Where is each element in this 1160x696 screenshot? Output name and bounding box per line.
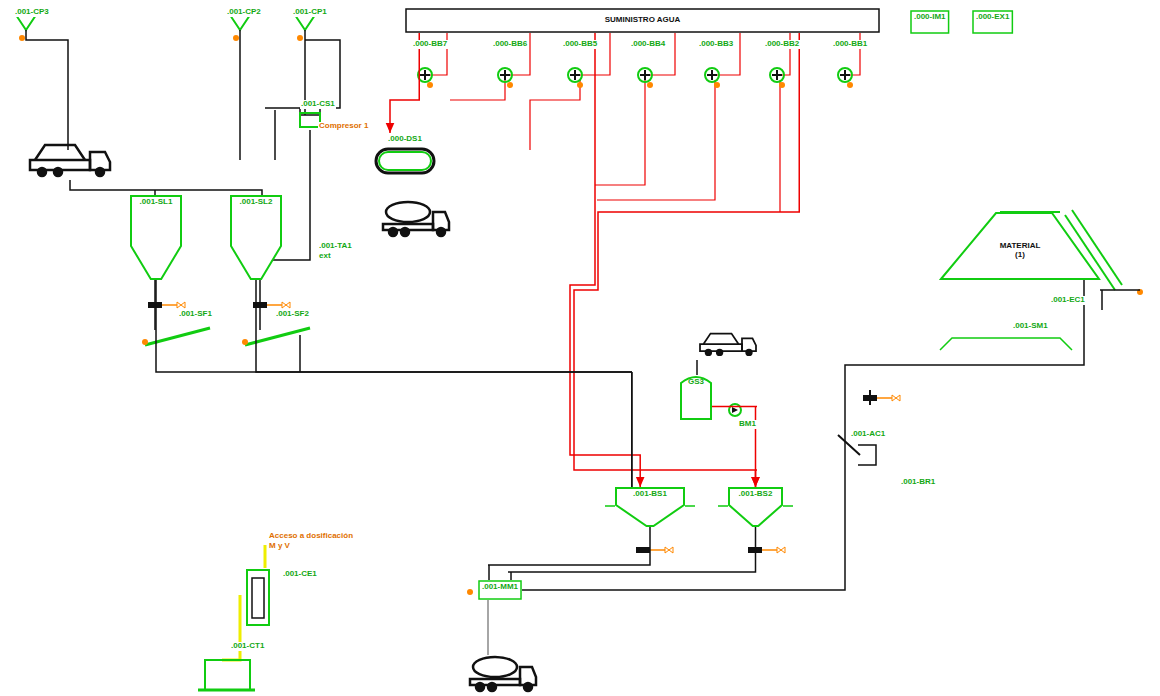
weigh-hopper: .001-BS1: [615, 487, 685, 527]
node-label: .001-MM1: [482, 583, 518, 592]
cement-silo: .001-SL1: [130, 195, 182, 280]
additive-tank: GS3: [680, 375, 712, 420]
pipe-connector: [712, 407, 757, 488]
node-label: SUMINISTRO AGUA: [605, 16, 681, 25]
node-outline: [130, 195, 182, 280]
callout-label: .000-BB4: [630, 40, 666, 49]
pipe-connector: [508, 527, 756, 580]
callout-label: .000-BB2: [764, 40, 800, 49]
node-label: .000-DS1: [388, 135, 422, 144]
callout-label: M y V: [268, 542, 291, 551]
callout-label: .001-SF1: [178, 310, 213, 319]
callout-label: .001-CT1: [230, 642, 265, 651]
cement-silo: .001-SL2: [230, 195, 282, 280]
aggregate-pile: MATERIAL(1): [940, 212, 1100, 280]
callout-label: .000-BB7: [412, 40, 448, 49]
callout-label: ext: [318, 252, 332, 261]
filter-symbols: [16, 15, 315, 30]
node-label: (1): [1015, 251, 1025, 260]
callout-label: Compresor 1: [318, 122, 369, 131]
callout-label: .001-CS1: [300, 100, 336, 109]
water-supply-band: SUMINISTRO AGUA: [405, 8, 880, 33]
water-tank: .000-DS1: [375, 133, 435, 175]
equipment-box: .000-EX1: [972, 10, 1013, 34]
callout-label: .001-EC1: [1050, 296, 1086, 305]
node-label: MATERIAL: [1000, 242, 1041, 251]
node-label: .001-SL2: [240, 198, 273, 207]
callout-label: .001-CP1: [292, 8, 328, 17]
callout-label: .000-BB1: [832, 40, 868, 49]
node-label: .001-BS1: [633, 490, 667, 499]
callout-label: .000-BB3: [698, 40, 734, 49]
callout-label: .000-BB6: [492, 40, 528, 49]
callout-label: .001-SF2: [275, 310, 310, 319]
equipment-box: .000-IM1: [910, 10, 950, 34]
callout-label: .000-BB5: [562, 40, 598, 49]
pipe-connector: [256, 280, 632, 487]
callout-label: BM1: [738, 420, 757, 429]
pipe-connector: [522, 280, 1084, 590]
pipe-connector: [156, 280, 632, 487]
weigh-hopper: .001-BS2: [728, 487, 783, 527]
callout-label: .001-CP3: [14, 8, 50, 17]
callout-label: .001-AC1: [850, 430, 886, 439]
callout-label: .001-CP2: [226, 8, 262, 17]
node-label: .000-EX1: [976, 13, 1009, 22]
callout-label: Acceso a dosificación: [268, 532, 354, 541]
callout-label: .001-BR1: [900, 478, 936, 487]
callout-label: .001-SM1: [1012, 322, 1049, 331]
mixer-box: .001-MM1: [478, 580, 522, 600]
callout-label: .001-CE1: [282, 570, 318, 579]
callout-label: .001-TA1: [318, 242, 353, 251]
node-label: .000-IM1: [914, 13, 946, 22]
node-label: .001-BS2: [739, 490, 773, 499]
node-outline: [230, 195, 282, 280]
pipe-connector: [574, 33, 799, 487]
node-label: .001-SL1: [140, 198, 173, 207]
pipe-connector: [570, 33, 640, 487]
node-label: GS3: [688, 378, 704, 387]
